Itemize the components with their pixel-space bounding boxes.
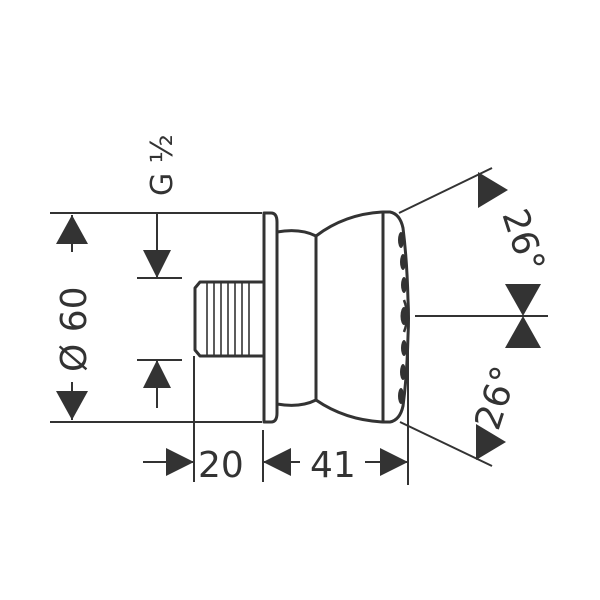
angle-upper-label: 26° bbox=[493, 204, 552, 277]
thread-dimension: G ½ bbox=[137, 134, 182, 408]
diameter-dimension: Ø 60 bbox=[54, 215, 95, 420]
diameter-label: Ø 60 bbox=[54, 286, 95, 372]
ball-joint bbox=[275, 229, 318, 407]
angle-dimensions: 26° 26° bbox=[398, 167, 552, 467]
arrow-up-icon bbox=[56, 215, 88, 244]
arrow-down-icon bbox=[505, 284, 541, 316]
arrow-right-icon bbox=[478, 172, 508, 208]
arrow-down-icon bbox=[143, 250, 171, 278]
length-dimensions: 20 41 bbox=[143, 348, 409, 486]
arrow-right-icon bbox=[166, 448, 194, 476]
threaded-connector bbox=[193, 280, 264, 358]
arrow-down-icon bbox=[56, 391, 88, 420]
wall-flange bbox=[262, 211, 279, 424]
body-length-label: 41 bbox=[310, 445, 356, 486]
shower-head-body bbox=[314, 210, 410, 424]
arrow-up-icon bbox=[505, 316, 541, 348]
connection-length-label: 20 bbox=[198, 445, 244, 486]
angle-lower-label: 26° bbox=[468, 361, 527, 434]
arrow-right-icon bbox=[380, 448, 408, 476]
arrow-right-icon bbox=[476, 424, 506, 460]
thread-label: G ½ bbox=[145, 134, 180, 196]
